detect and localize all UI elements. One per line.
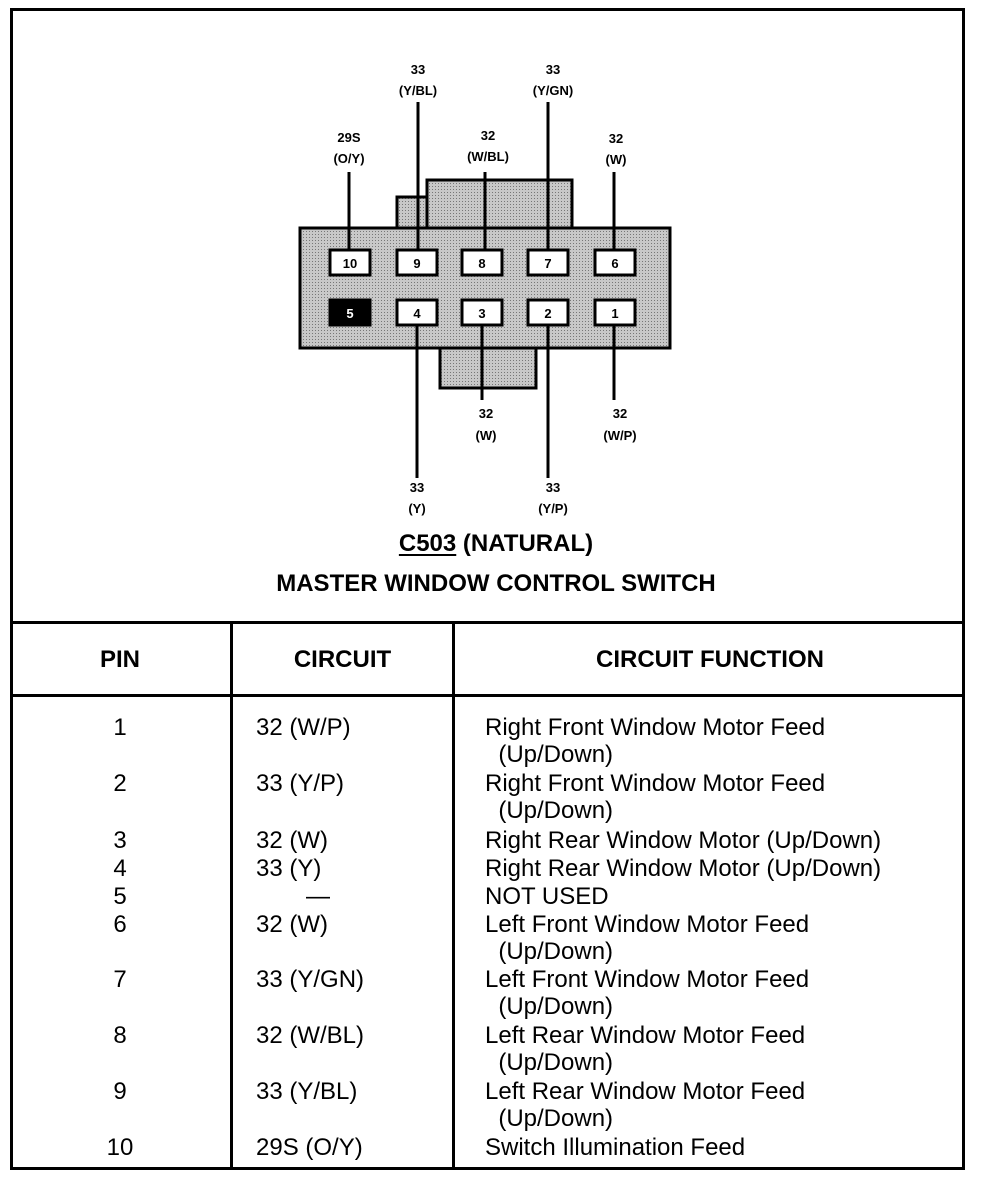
wire-label-pin-2: 33 (Y/P): [538, 480, 568, 516]
svg-text:(Y/GN): (Y/GN): [533, 83, 573, 98]
wire-label-pin-3: 32 (W): [476, 406, 497, 443]
cell-pin: 10: [106, 1134, 134, 1161]
cell-function: Right Front Window Motor Feed (Up/Down): [485, 770, 826, 824]
wires: [347, 102, 616, 478]
wire-label-pin-9: 33 (Y/BL): [399, 62, 437, 98]
cell-pin: 1: [113, 714, 127, 741]
header-pin: PIN: [99, 646, 140, 673]
pin-9: 9: [395, 248, 439, 277]
cell-pin: 5: [113, 883, 127, 910]
svg-text:(W): (W): [606, 152, 627, 167]
pin-1: 1: [593, 298, 637, 327]
header-circuit: CIRCUIT: [293, 646, 392, 673]
header-function: CIRCUIT FUNCTION: [596, 646, 824, 673]
cell-pin: 4: [113, 855, 127, 882]
wire-label-pin-6: 32 (W): [606, 131, 627, 167]
cell-circuit: 33 (Y/P): [256, 770, 345, 797]
cell-function: Right Rear Window Motor (Up/Down): [485, 855, 882, 882]
svg-text:33: 33: [410, 480, 424, 495]
cell-circuit: 32 (W): [256, 827, 328, 854]
pin-5: 5: [328, 298, 372, 327]
svg-text:8: 8: [478, 256, 485, 271]
connector-name: MASTER WINDOW CONTROL SWITCH: [276, 570, 716, 597]
wire-label-pin-7: 33 (Y/GN): [533, 62, 573, 98]
cell-pin: 6: [113, 911, 127, 938]
cell-function: NOT USED: [485, 883, 609, 910]
cell-function: Left Front Window Motor Feed (Up/Down): [485, 911, 810, 965]
diagram-frame: [10, 8, 965, 1170]
cell-circuit: —: [306, 883, 330, 910]
svg-text:10: 10: [343, 256, 357, 271]
svg-text:33: 33: [411, 62, 425, 77]
connector-title: C503 (NATURAL): [0, 530, 992, 558]
svg-text:(W): (W): [476, 428, 497, 443]
svg-text:33: 33: [546, 480, 560, 495]
wire-label-pin-8: 32 (W/BL): [467, 128, 509, 164]
cell-pin: 7: [113, 966, 127, 993]
svg-text:33: 33: [546, 62, 560, 77]
wire-label-pin-10: 29S (O/Y): [333, 130, 364, 166]
cell-circuit: 32 (W/BL): [256, 1022, 365, 1049]
svg-text:(Y/BL): (Y/BL): [399, 83, 437, 98]
cell-pin: 3: [113, 827, 127, 854]
pin-table: PIN CIRCUIT CIRCUIT FUNCTION 1 32 (W/P) Ri…: [10, 621, 965, 1170]
svg-text:4: 4: [413, 306, 421, 321]
cell-function: Right Rear Window Motor (Up/Down): [485, 827, 882, 854]
cell-function: Left Rear Window Motor Feed (Up/Down): [485, 1022, 806, 1076]
wire-label-pin-4: 33 (Y): [408, 480, 425, 516]
table-divider-1: [230, 624, 233, 1170]
svg-text:5: 5: [346, 306, 353, 321]
svg-text:32: 32: [479, 406, 493, 421]
wire-label-pin-1: 32 (W/P): [603, 406, 636, 443]
pin-6: 6: [593, 248, 637, 277]
cell-circuit: 33 (Y/BL): [256, 1078, 358, 1105]
svg-text:7: 7: [544, 256, 551, 271]
pin-8: 8: [460, 248, 504, 277]
svg-text:(W/P): (W/P): [603, 428, 636, 443]
cell-function: Right Front Window Motor Feed (Up/Down): [485, 714, 826, 768]
connector-code: C503: [398, 530, 457, 557]
svg-text:1: 1: [611, 306, 618, 321]
connector-diagram: 10 9 8 7 6 5 4 3 2 1 29S (O/Y) 33: [298, 62, 672, 516]
cell-circuit: 33 (Y): [256, 855, 322, 882]
cell-function: Switch Illumination Feed: [485, 1134, 746, 1161]
cell-circuit: 33 (Y/GN): [256, 966, 365, 993]
pin-10: 10: [328, 248, 372, 277]
cell-function: Left Rear Window Motor Feed (Up/Down): [485, 1078, 806, 1132]
svg-text:9: 9: [413, 256, 420, 271]
svg-text:(Y/P): (Y/P): [538, 501, 568, 516]
svg-text:32: 32: [613, 406, 627, 421]
cell-circuit: 32 (W): [256, 911, 328, 938]
cell-circuit: 29S (O/Y): [256, 1134, 363, 1161]
cell-pin: 2: [113, 770, 127, 797]
pin-7: 7: [526, 248, 570, 277]
svg-text:32: 32: [481, 128, 495, 143]
pin-3: 3: [460, 298, 504, 327]
cell-pin: 9: [113, 1078, 127, 1105]
table-header-rule: [10, 694, 965, 697]
svg-text:6: 6: [611, 256, 618, 271]
svg-text:(W/BL): (W/BL): [467, 149, 509, 164]
cell-function: Left Front Window Motor Feed (Up/Down): [485, 966, 810, 1020]
connector-color: (NATURAL): [462, 530, 594, 557]
svg-text:(O/Y): (O/Y): [333, 151, 364, 166]
svg-text:3: 3: [478, 306, 485, 321]
svg-text:32: 32: [609, 131, 623, 146]
pin-2: 2: [526, 298, 570, 327]
cell-pin: 8: [113, 1022, 127, 1049]
pin-4: 4: [395, 298, 439, 327]
cell-circuit: 32 (W/P): [256, 714, 351, 741]
svg-text:2: 2: [544, 306, 551, 321]
table-divider-2: [452, 624, 455, 1170]
svg-text:29S: 29S: [337, 130, 360, 145]
svg-text:(Y): (Y): [408, 501, 425, 516]
